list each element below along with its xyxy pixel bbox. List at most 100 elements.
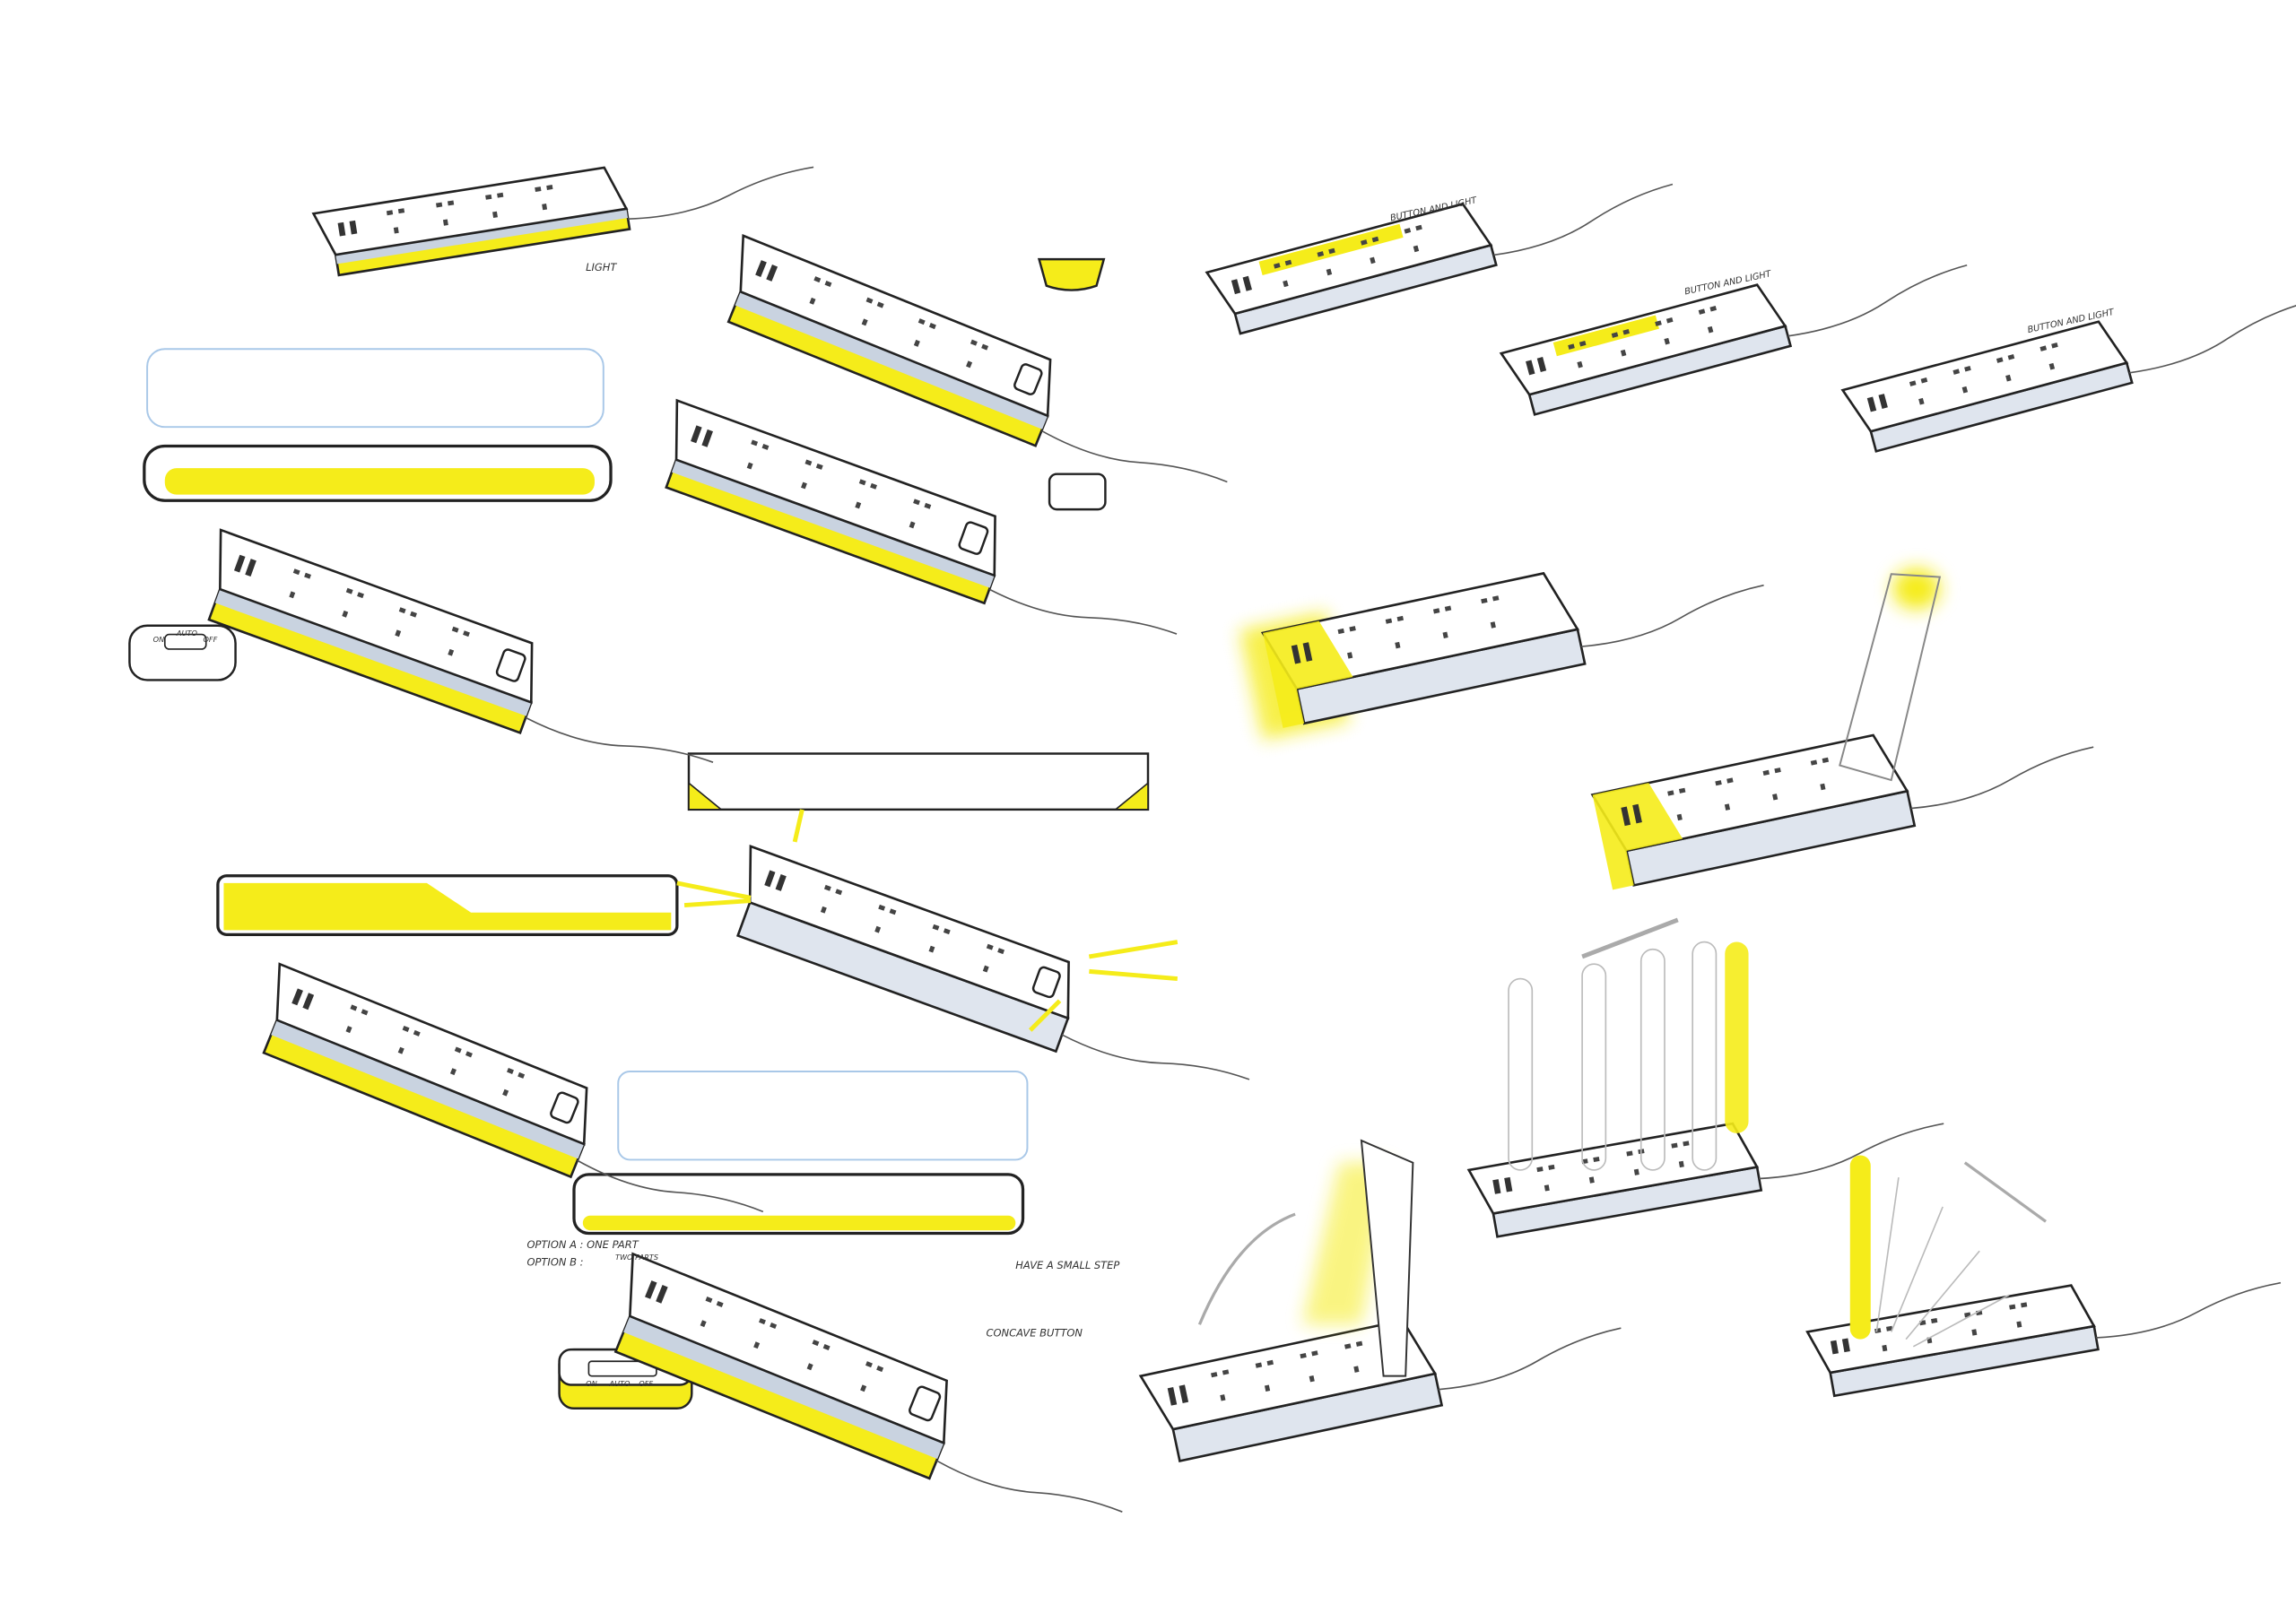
strip-top-face <box>1138 1319 1438 1431</box>
strip-sketch-right-1 <box>1205 183 1674 335</box>
usb-port-icon <box>302 993 315 1010</box>
strip-lit-end <box>1263 620 1353 728</box>
strip-sketch-bottom <box>613 1252 1123 1513</box>
power-cable <box>1759 1123 1944 1180</box>
switch-off-label: OFF <box>639 1379 653 1388</box>
usb-port-icon <box>1291 644 1301 664</box>
power-cable <box>525 716 714 763</box>
socket-icon <box>855 479 877 509</box>
strip-sketch-mid-gray <box>665 398 1178 635</box>
usb-port-icon <box>645 1280 657 1299</box>
socket-icon <box>1996 354 2015 382</box>
annotation-light: LIGHT <box>586 261 617 273</box>
side-view-bar-triangles <box>687 752 1150 811</box>
usb-port-icon <box>1866 396 1877 412</box>
switch-auto-label: AUTO <box>608 1379 631 1388</box>
socket-icon <box>1952 366 1971 394</box>
strip-side-shade <box>672 459 995 588</box>
usb-port-icon <box>1178 1384 1189 1403</box>
usb-port-icon <box>1167 1387 1178 1406</box>
power-cable <box>935 1460 1123 1513</box>
lamp-arm-ghosts <box>1508 917 1749 1171</box>
power-button <box>909 1385 942 1422</box>
socket-icon <box>345 1004 369 1034</box>
socket-icon <box>966 339 989 369</box>
socket-icon <box>2039 343 2058 370</box>
socket-icon <box>1255 1359 1274 1392</box>
switch-off-label: OFF <box>203 635 217 644</box>
socket-icon <box>1361 236 1379 265</box>
power-cable <box>1787 264 1968 337</box>
annotation-small-step: HAVE A SMALL STEP <box>1015 1259 1119 1271</box>
switch-on-label: ON <box>586 1379 597 1388</box>
usb-port-icon <box>1504 1176 1513 1193</box>
socket-icon <box>753 1318 778 1349</box>
strip-side-shade <box>214 589 532 716</box>
socket-icon <box>1762 768 1781 801</box>
power-button <box>1031 966 1061 999</box>
socket-icon <box>1964 1310 1983 1336</box>
socket-icon <box>928 924 951 953</box>
power-cable <box>628 166 814 220</box>
usb-port-icon <box>691 425 702 444</box>
socket-icon <box>436 200 455 226</box>
usb-port-icon <box>1526 360 1535 376</box>
plug-detail <box>1048 473 1107 511</box>
usb-port-icon <box>755 260 767 277</box>
usb-port-icon <box>701 429 713 447</box>
socket-icon <box>1481 595 1500 629</box>
power-button <box>1013 363 1043 395</box>
socket-icon <box>1385 615 1405 649</box>
usb-port-icon <box>1302 642 1313 662</box>
usb-port-icon <box>233 554 246 573</box>
usb-port-icon <box>1492 1179 1501 1194</box>
strip-side-shade <box>271 1019 585 1159</box>
socket-icon <box>1611 328 1631 357</box>
power-button <box>958 521 989 555</box>
socket-icon <box>1698 306 1718 334</box>
socket-icon <box>386 208 405 234</box>
annotation-concave-button: CONCAVE BUTTON <box>986 1326 1083 1339</box>
power-cable <box>2129 300 2296 374</box>
socket-icon <box>535 185 553 211</box>
annotation-option-b: OPTION B : <box>526 1256 583 1269</box>
socket-icon <box>1300 1350 1318 1383</box>
strip-side-shade <box>735 291 1048 429</box>
socket-icon <box>1667 787 1686 821</box>
socket-icon <box>1337 626 1356 659</box>
lamp-arm-bent <box>1197 1139 1414 1377</box>
socket-icon <box>342 587 364 618</box>
outline-rounded-bar-top <box>146 348 604 429</box>
strip-sketch-right-3 <box>1840 300 2296 453</box>
power-cable <box>1910 746 2094 810</box>
power-cable <box>1061 1034 1250 1080</box>
socket-icon <box>874 904 897 933</box>
usb-port-icon <box>1621 806 1631 827</box>
usb-port-icon <box>245 559 257 577</box>
socket-icon <box>485 192 504 219</box>
strip-sketch-right-2 <box>1499 264 1968 416</box>
socket-icon <box>1432 605 1452 639</box>
strip-sketch-top-left <box>311 166 814 277</box>
socket-icon <box>1536 1164 1555 1192</box>
usb-port-icon <box>1878 394 1888 410</box>
socket-icon <box>1810 757 1830 791</box>
socket-icon <box>448 626 470 656</box>
strip-top-face <box>1840 320 2129 433</box>
side-view-bar-1 <box>143 444 613 502</box>
power-button <box>495 648 526 682</box>
socket-icon <box>2009 1302 2028 1328</box>
power-cable <box>1040 429 1228 483</box>
strip-top-face <box>1499 283 1787 396</box>
socket-icon <box>861 297 884 326</box>
strip-sketch-rotating-arm <box>1466 1122 1944 1238</box>
socket-icon <box>449 1046 473 1076</box>
socket-icon <box>909 499 932 529</box>
socket-icon <box>289 568 311 599</box>
strip-sketch-fan-arm <box>1805 1281 2282 1398</box>
strip-lit-end <box>1592 783 1683 890</box>
usb-port-icon <box>349 220 358 235</box>
socket-icon <box>1671 1141 1690 1168</box>
strip-sketch-left-round <box>207 528 714 763</box>
strip-side-shade <box>335 208 629 265</box>
